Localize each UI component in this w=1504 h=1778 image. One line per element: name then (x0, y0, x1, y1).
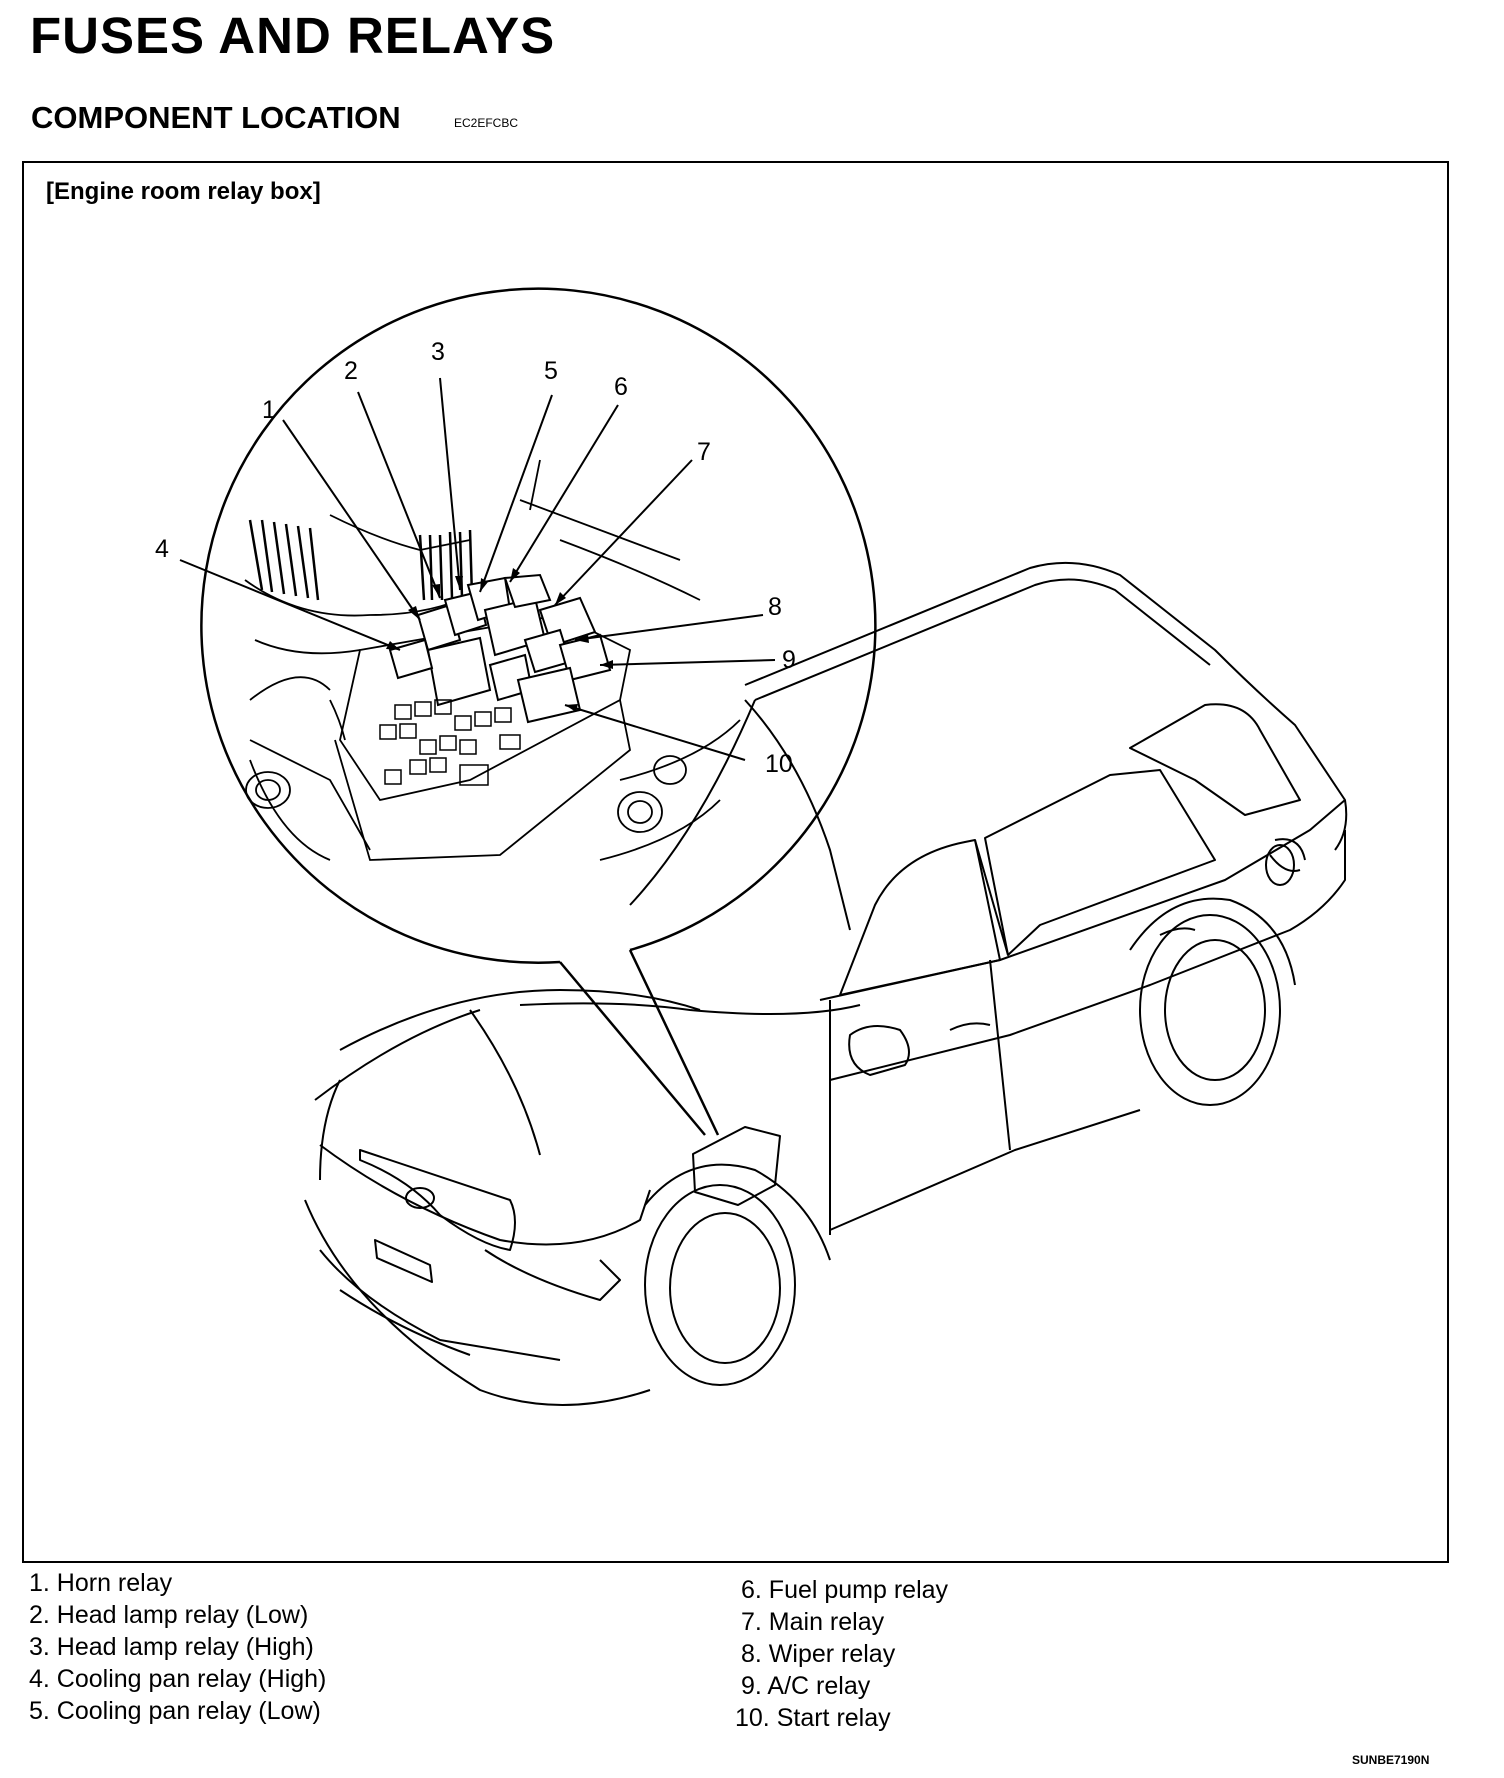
figure-frame (22, 161, 1449, 1563)
legend-item: 6. Fuel pump relay (741, 1576, 949, 1604)
magnifier-callout (200, 287, 877, 1136)
callout-3: 3 (431, 338, 445, 366)
legend-item: 1. Horn relay (29, 1569, 173, 1597)
callout-1: 1 (262, 396, 276, 424)
section-title: COMPONENT LOCATION (31, 100, 401, 135)
legend-item: 5. Cooling pan relay (Low) (29, 1697, 321, 1725)
figure-caption: [Engine room relay box] (46, 178, 321, 205)
callout-8: 8 (768, 593, 782, 621)
callout-arrowheads (386, 568, 613, 712)
callout-10: 10 (765, 750, 793, 778)
legend-item: 8. Wiper relay (741, 1640, 896, 1668)
callout-6: 6 (614, 373, 628, 401)
callout-2: 2 (344, 357, 358, 385)
callout-leaders (179, 377, 776, 761)
legend-item: 2. Head lamp relay (Low) (29, 1601, 309, 1629)
legend-item: 10. Start relay (735, 1704, 891, 1732)
callout-5: 5 (544, 357, 558, 385)
page-title: FUSES AND RELAYS (30, 7, 556, 64)
engine-bay-detail (244, 459, 741, 861)
callout-numbers: 1 2 3 4 5 6 7 8 9 10 (155, 338, 796, 778)
car-illustration (304, 561, 1348, 1406)
section-code: EC2EFCBC (454, 116, 519, 130)
legend-item: 4. Cooling pan relay (High) (29, 1665, 327, 1693)
callout-9: 9 (782, 646, 796, 674)
legend-item: 7. Main relay (741, 1608, 885, 1636)
figure-code: SUNBE7190N (1352, 1753, 1430, 1767)
callout-7: 7 (697, 438, 711, 466)
legend-item: 9. A/C relay (741, 1672, 871, 1700)
legend-item: 3. Head lamp relay (High) (29, 1633, 314, 1661)
callout-4: 4 (155, 535, 169, 563)
